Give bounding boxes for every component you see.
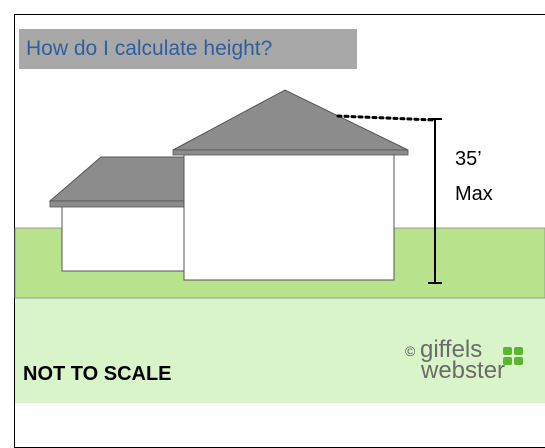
page-title: How do I calculate height? [26,37,273,60]
title-banner: How do I calculate height? [19,29,357,69]
logo-text-line1: giffels [420,336,483,363]
logo-copyright-symbol: © [405,343,416,359]
not-to-scale-note: NOT TO SCALE [23,363,172,385]
giffels-webster-logo: © giffels webster [399,333,545,403]
small-house-eave [49,200,185,208]
large-house-wall [183,151,395,281]
height-dimension-line [428,118,442,284]
peak-reference-dotted-line [336,114,436,122]
height-unit-label: Max [455,183,493,205]
small-house-roof [48,156,185,202]
small-house-wall [61,200,185,272]
small-house [48,156,185,272]
logo-text-line2: webster [421,357,506,384]
plus-grid-icon [503,347,523,365]
height-value-label: 35’ [455,148,482,170]
large-house [172,89,409,281]
large-house-eave [172,149,409,156]
large-house-roof [172,89,409,151]
lower-band [15,298,545,403]
